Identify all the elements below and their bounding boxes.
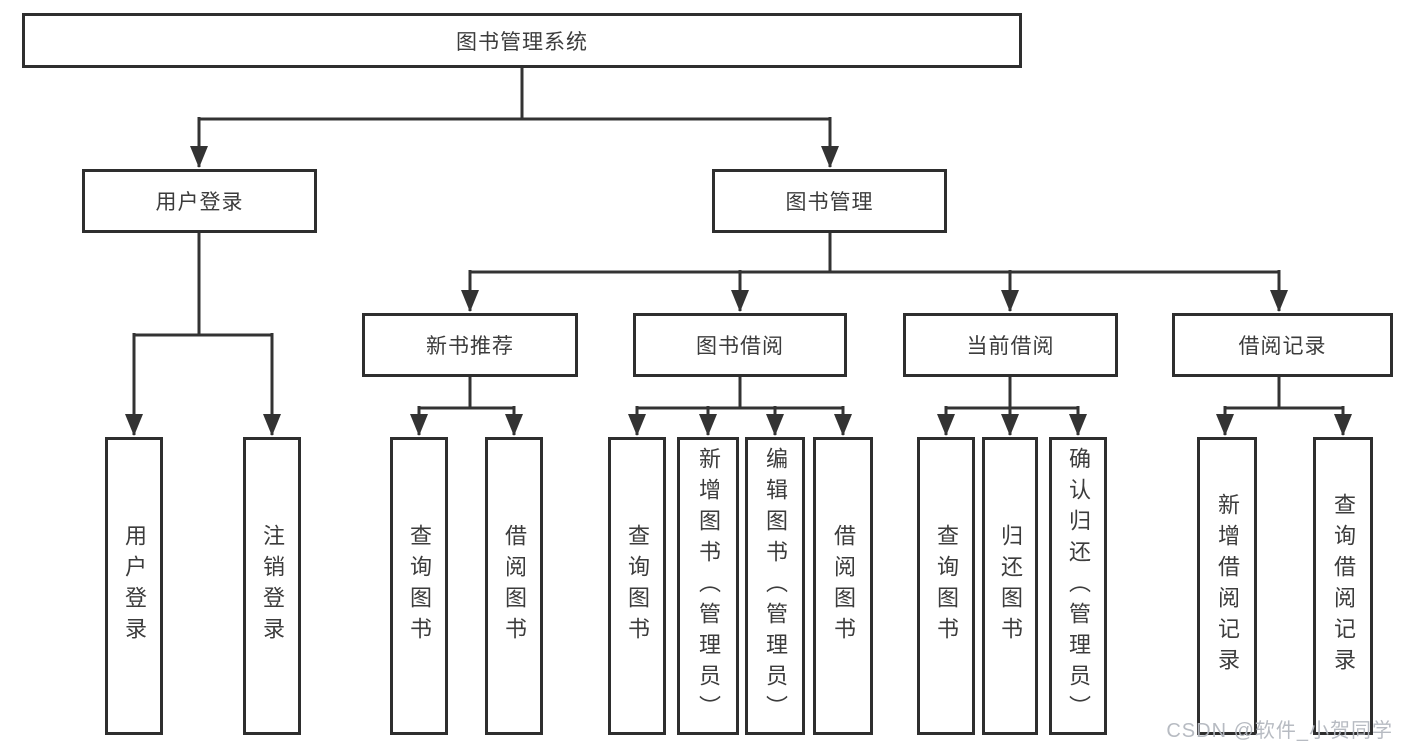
node-book-management: 图书管理 (712, 169, 947, 233)
node-label: 用户登录 (122, 524, 147, 648)
node-new-book-recommendation: 新书推荐 (362, 313, 578, 377)
node-label: 用户登录 (155, 191, 244, 214)
node-label: 新书推荐 (426, 335, 514, 358)
node-label: 新增图书（管理员） (696, 446, 721, 726)
node-label: 新增借阅记录 (1215, 493, 1240, 679)
node-label: 借阅图书 (831, 524, 856, 648)
leaf-add-books-admin: 新增图书（管理员） (677, 437, 739, 735)
node-label: 注销登录 (260, 524, 285, 648)
leaf-return-books: 归还图书 (982, 437, 1038, 735)
node-label: 编辑图书（管理员） (763, 446, 788, 726)
leaf-confirm-return-admin: 确认归还（管理员） (1049, 437, 1107, 735)
node-label: 查询图书 (934, 524, 959, 648)
node-label: 借阅图书 (502, 524, 527, 648)
leaf-query-books-recommend: 查询图书 (390, 437, 448, 735)
node-label: 图书管理系统 (456, 30, 588, 54)
node-label: 查询图书 (625, 524, 650, 648)
leaf-query-borrow-record: 查询借阅记录 (1313, 437, 1373, 735)
leaf-query-books-current: 查询图书 (917, 437, 975, 735)
node-label: 图书管理 (785, 191, 874, 214)
node-label: 图书借阅 (696, 335, 784, 358)
leaf-query-books-borrowing: 查询图书 (608, 437, 666, 735)
node-user-login: 用户登录 (82, 169, 317, 233)
node-label: 查询借阅记录 (1331, 493, 1356, 679)
leaf-logout: 注销登录 (243, 437, 301, 735)
node-library-management-system: 图书管理系统 (22, 13, 1022, 68)
watermark: CSDN @软件_小贺同学 (1166, 720, 1393, 742)
node-label: 当前借阅 (966, 335, 1055, 358)
node-label: 确认归还（管理员） (1066, 446, 1091, 726)
node-label: 归还图书 (998, 524, 1023, 648)
leaf-add-borrow-record: 新增借阅记录 (1197, 437, 1257, 735)
node-label: 查询图书 (407, 524, 432, 648)
node-borrowing-records: 借阅记录 (1172, 313, 1393, 377)
node-label: 借阅记录 (1238, 335, 1327, 358)
leaf-edit-books-admin: 编辑图书（管理员） (745, 437, 805, 735)
node-current-borrowing: 当前借阅 (903, 313, 1118, 377)
leaf-borrow-books-recommend: 借阅图书 (485, 437, 543, 735)
node-book-borrowing: 图书借阅 (633, 313, 847, 377)
leaf-borrow-books-borrowing: 借阅图书 (813, 437, 873, 735)
leaf-user-login: 用户登录 (105, 437, 163, 735)
